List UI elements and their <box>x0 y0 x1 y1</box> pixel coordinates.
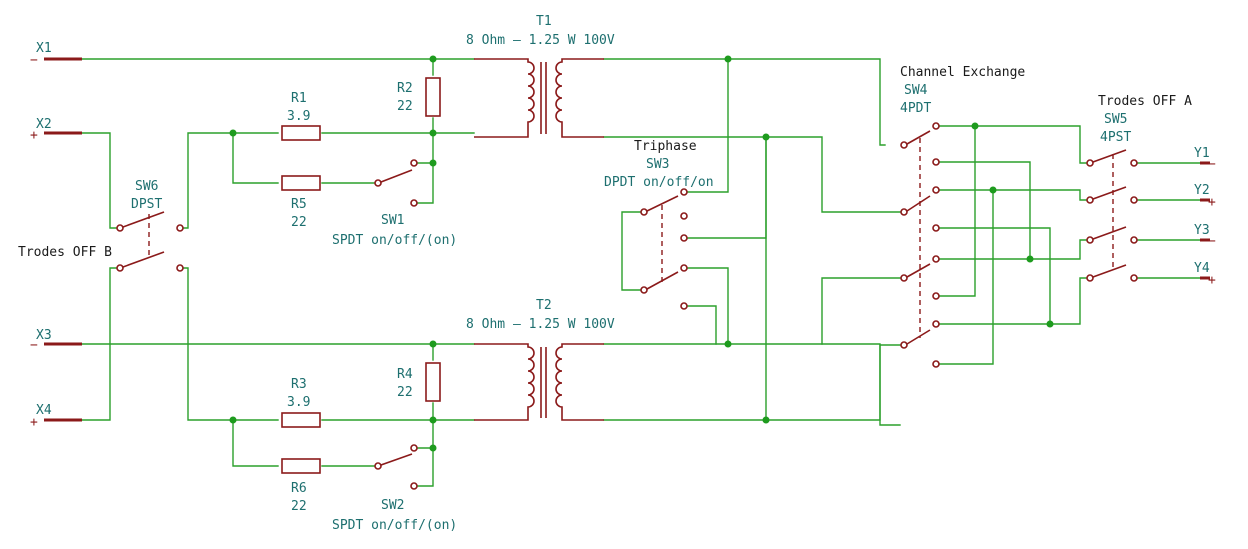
switch-sw1: SW1 SPDT on/off/(on) <box>332 159 457 248</box>
sw4-value: 4PDT <box>900 101 931 116</box>
output-terminals: Y1 − Y2 + Y3 − Y4 + <box>1194 146 1216 288</box>
terminal-x2-label: X2 <box>36 117 52 132</box>
sw5-value: 4PST <box>1100 130 1131 145</box>
resistor-r3: R3 3.9 <box>281 377 321 428</box>
terminal-y3-polarity: − <box>1208 234 1216 249</box>
t2-ref: T2 <box>536 298 552 313</box>
r1-ref: R1 <box>291 91 307 106</box>
r1-value: 3.9 <box>287 109 310 124</box>
resistor-r6: R6 22 <box>281 458 321 514</box>
t1-value: 8 Ohm — 1.25 W 100V <box>466 33 615 48</box>
switch-sw6: SW6 DPST Trodes OFF B <box>18 179 184 272</box>
terminal-y2-polarity: + <box>1208 195 1216 210</box>
terminal-y4-label: Y4 <box>1194 261 1210 276</box>
transformer-t1: T1 8 Ohm — 1.25 W 100V <box>466 14 615 138</box>
junctions <box>229 55 1054 452</box>
terminal-x2-polarity: + <box>30 128 38 143</box>
r3-value: 3.9 <box>287 395 310 410</box>
t2-value: 8 Ohm — 1.25 W 100V <box>466 317 615 332</box>
sw4-name: Channel Exchange <box>900 65 1025 80</box>
switch-sw4: Channel Exchange SW4 4PDT <box>900 65 1025 368</box>
terminal-y1-polarity: − <box>1208 157 1216 172</box>
sw3-name: Triphase <box>634 139 697 154</box>
terminal-x4-label: X4 <box>36 403 52 418</box>
terminal-x1-label: X1 <box>36 41 52 56</box>
sw5-ref: SW5 <box>1104 112 1127 127</box>
switch-sw5: Trodes OFF A SW5 4PST <box>1086 94 1192 282</box>
sw3-value: DPDT on/off/on <box>604 175 714 190</box>
sw6-ref: SW6 <box>135 179 158 194</box>
terminal-y4-polarity: + <box>1208 273 1216 288</box>
r6-value: 22 <box>291 499 307 514</box>
r5-ref: R5 <box>291 197 307 212</box>
input-terminals: X1 − X2 + X3 − X4 + <box>30 41 82 430</box>
terminal-x3-label: X3 <box>36 328 52 343</box>
sw2-value: SPDT on/off/(on) <box>332 518 457 533</box>
sw3-ref: SW3 <box>646 157 669 172</box>
terminal-y3-label: Y3 <box>1194 223 1210 238</box>
sw6-value: DPST <box>131 197 162 212</box>
terminal-y2-label: Y2 <box>1194 183 1210 198</box>
r6-ref: R6 <box>291 481 307 496</box>
switch-sw2: SW2 SPDT on/off/(on) <box>332 444 457 533</box>
terminal-x3-polarity: − <box>30 338 38 353</box>
resistor-r1: R1 3.9 <box>281 91 321 141</box>
resistor-r5: R5 22 <box>281 175 321 230</box>
t1-ref: T1 <box>536 14 552 29</box>
r4-ref: R4 <box>397 367 413 382</box>
r5-value: 22 <box>291 215 307 230</box>
sw1-value: SPDT on/off/(on) <box>332 233 457 248</box>
sw2-ref: SW2 <box>381 498 404 513</box>
resistor-r4: R4 22 <box>397 362 441 402</box>
switch-sw3: Triphase SW3 DPDT on/off/on <box>604 139 714 310</box>
sw5-name: Trodes OFF A <box>1098 94 1192 109</box>
terminal-x4-polarity: + <box>30 415 38 430</box>
r2-value: 22 <box>397 99 413 114</box>
transformer-t2: T2 8 Ohm — 1.25 W 100V <box>466 298 615 421</box>
r4-value: 22 <box>397 385 413 400</box>
sw1-ref: SW1 <box>381 213 404 228</box>
terminal-x1-polarity: − <box>30 53 38 68</box>
r2-ref: R2 <box>397 81 413 96</box>
wires <box>81 58 1201 487</box>
resistor-r2: R2 22 <box>397 77 441 117</box>
r3-ref: R3 <box>291 377 307 392</box>
sw6-name: Trodes OFF B <box>18 245 112 260</box>
sw4-ref: SW4 <box>904 83 928 98</box>
terminal-y1-label: Y1 <box>1194 146 1210 161</box>
